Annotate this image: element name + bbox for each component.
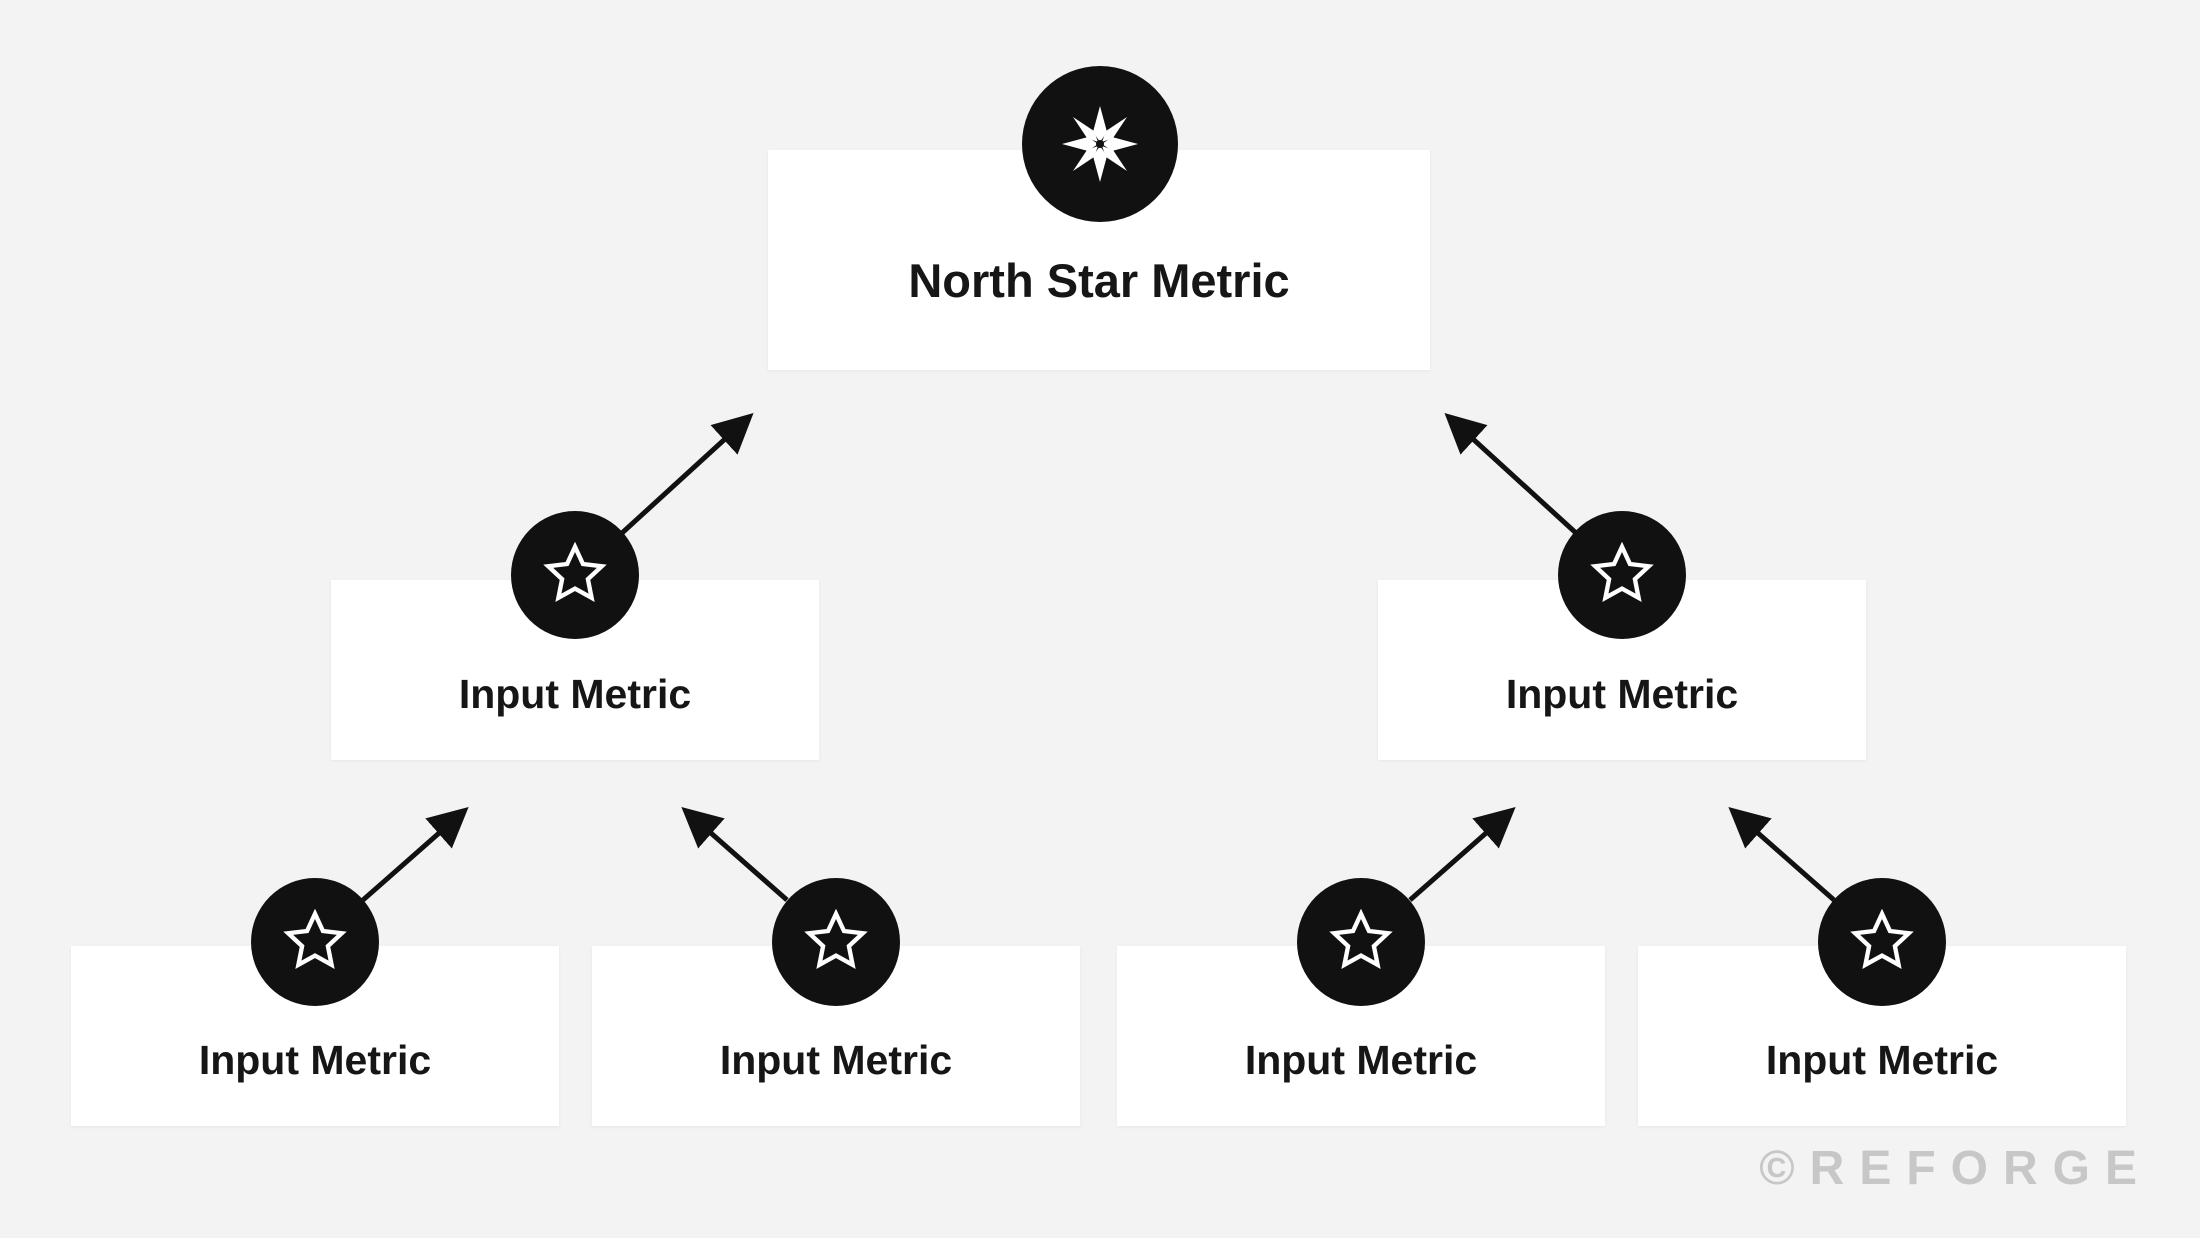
reforge-watermark: ©REFORGE [1759, 1142, 2152, 1195]
north-star-card: North Star Metric [768, 150, 1430, 370]
input-metric-label: Input Metric [719, 1037, 953, 1083]
star-icon [251, 878, 379, 1006]
arrow-leaf-1-to-mid-left [361, 807, 469, 902]
input-metric-label: Input Metric [1765, 1037, 1999, 1083]
star-icon [511, 511, 639, 639]
arrow-mid-right-to-root [1444, 412, 1578, 535]
north-star-compass-icon [1022, 66, 1178, 222]
arrow-mid-left-to-root [620, 412, 754, 535]
input-metric-label: Input Metric [458, 671, 692, 717]
input-metric-label: Input Metric [1244, 1037, 1478, 1083]
north-star-label: North Star Metric [908, 254, 1290, 307]
arrow-leaf-2-to-mid-left [681, 807, 789, 902]
star-icon [1297, 878, 1425, 1006]
input-metric-label: Input Metric [198, 1037, 432, 1083]
arrow-leaf-3-to-mid-right [1408, 807, 1516, 902]
arrow-leaf-4-to-mid-right [1728, 807, 1836, 902]
star-icon [772, 878, 900, 1006]
input-metric-label: Input Metric [1505, 671, 1739, 717]
star-icon [1558, 511, 1686, 639]
star-icon [1818, 878, 1946, 1006]
